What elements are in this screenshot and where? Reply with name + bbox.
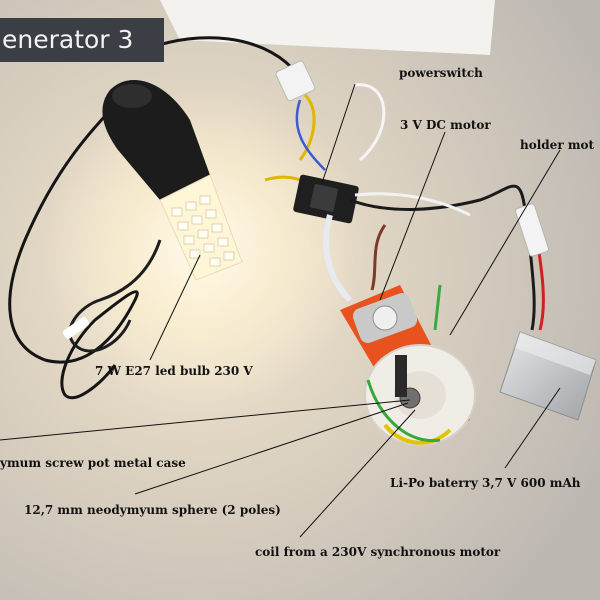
label-led-bulb: 7 W E27 led bulb 230 V — [95, 364, 253, 378]
lamp-cable-lower — [8, 90, 139, 400]
lamp-cable — [149, 36, 294, 70]
wire-connector — [275, 60, 316, 102]
lipo-battery — [499, 331, 597, 421]
label-neodymium-sphere: 12,7 mm neodymyum sphere (2 poles) — [24, 503, 281, 517]
led-bulb — [102, 80, 243, 281]
label-holder-motor: holder mot — [520, 138, 595, 152]
label-coil: coil from a 230V synchronous motor — [255, 545, 501, 559]
label-powerswitch: powerswitch — [399, 66, 483, 80]
label-lipo-battery: Li-Po baterry 3,7 V 600 mAh — [390, 476, 581, 490]
power-switch — [293, 174, 359, 224]
label-dc-motor: 3 V DC motor — [400, 118, 491, 132]
cable-tie — [62, 317, 90, 339]
page-title: enerator 3 — [0, 18, 164, 62]
lamp-cable-coil — [68, 239, 162, 353]
label-screw-pot: ymum screw pot metal case — [0, 456, 186, 470]
generator-assembly — [340, 284, 476, 446]
pointer-lines — [0, 83, 561, 538]
battery-connector — [515, 203, 549, 257]
